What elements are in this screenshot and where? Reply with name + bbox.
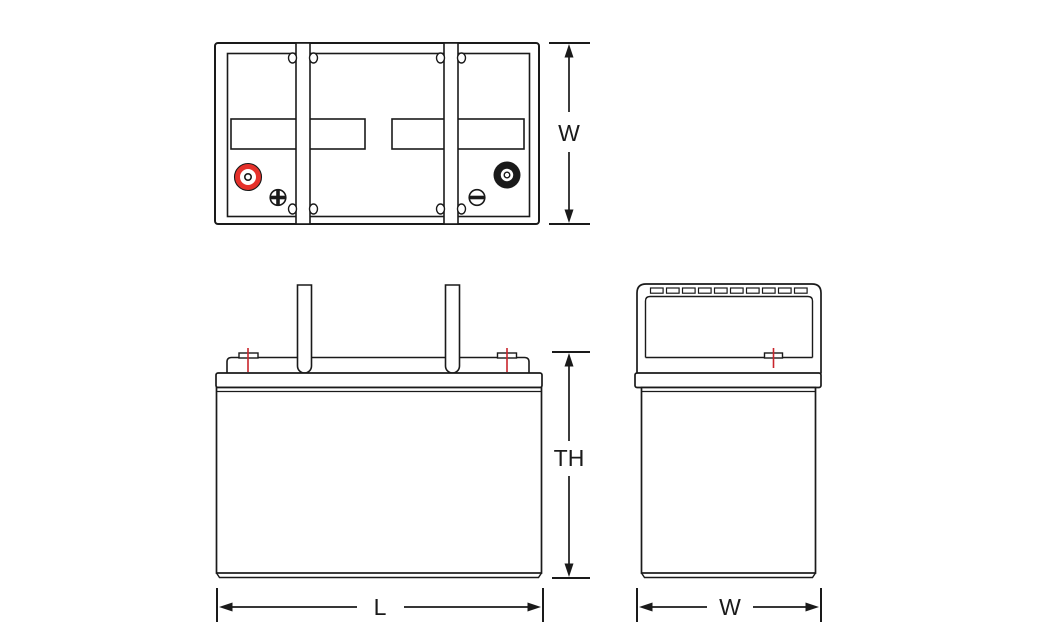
arrow-up-icon	[564, 44, 574, 58]
grip-rib	[713, 287, 728, 294]
side-handle-outer	[636, 283, 822, 374]
handle-anchor-lugs	[287, 52, 467, 215]
arrow-right-icon	[527, 602, 541, 612]
dimension-width-top: W	[549, 42, 590, 225]
grip-rib	[649, 287, 664, 294]
dimension-width-side: W	[636, 588, 822, 622]
grip-rib	[681, 287, 696, 294]
grip-rib	[777, 287, 792, 294]
label-width-top: W	[558, 120, 580, 146]
front-view	[215, 284, 543, 579]
handle-lug	[287, 203, 298, 215]
side-view-body	[640, 386, 817, 574]
grip-rib	[761, 287, 776, 294]
grip-rib	[665, 287, 680, 294]
side-handle-grip-ribs	[649, 287, 808, 294]
front-view-bottom-lip	[215, 572, 543, 579]
arrow-down-icon	[564, 209, 574, 223]
label-length: L	[374, 594, 387, 620]
top-view	[214, 42, 540, 225]
handle-lug	[435, 203, 446, 215]
front-handle-strap-right	[444, 284, 461, 374]
handle-lug	[435, 52, 446, 64]
front-handle-strap-left	[296, 284, 313, 374]
arrow-left-icon	[219, 602, 233, 612]
side-view-bottom-lip	[640, 572, 817, 579]
label-total-height: TH	[554, 445, 585, 471]
front-view-flange	[215, 372, 543, 389]
handle-lug	[287, 52, 298, 64]
handle-lug	[456, 203, 467, 215]
arrow-down-icon	[564, 563, 574, 577]
handle-lug	[308, 52, 319, 64]
side-view	[634, 283, 822, 579]
front-view-body	[215, 386, 543, 574]
front-view-lid	[226, 356, 530, 375]
plus-circle-icon	[269, 188, 287, 207]
minus-circle-icon	[468, 188, 486, 207]
handle-lug	[456, 52, 467, 64]
grip-rib	[745, 287, 760, 294]
top-view-cover-inset	[226, 52, 531, 218]
top-view-handle-strap-left	[295, 42, 311, 225]
positive-terminal-post	[244, 173, 253, 182]
top-view-handle-strap-right	[443, 42, 459, 225]
dimension-total-height: TH	[552, 351, 590, 579]
grip-rib	[697, 287, 712, 294]
grip-rib	[729, 287, 744, 294]
arrow-up-icon	[564, 353, 574, 367]
handle-lug	[308, 203, 319, 215]
negative-terminal-post	[503, 171, 511, 179]
grip-rib	[793, 287, 808, 294]
positive-terminal	[233, 162, 263, 192]
label-width-side: W	[719, 594, 741, 620]
side-handle-inner	[644, 295, 814, 358]
arrow-right-icon	[805, 602, 819, 612]
arrow-left-icon	[639, 602, 653, 612]
negative-terminal	[493, 161, 521, 189]
side-view-flange	[634, 372, 822, 389]
dimension-length: L	[216, 588, 544, 622]
